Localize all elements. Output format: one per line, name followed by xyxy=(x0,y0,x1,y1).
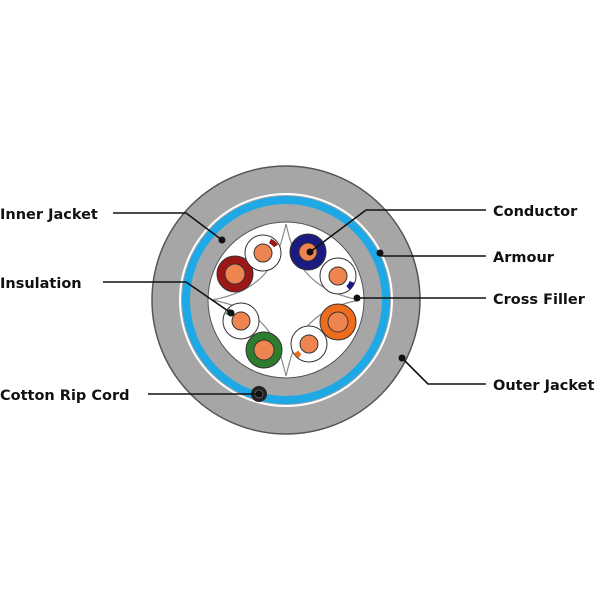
armour xyxy=(182,196,390,404)
label-cotton-rip-cord: Cotton Rip Cord xyxy=(0,388,130,404)
leader-lines xyxy=(103,209,486,397)
label-insulation: Insulation xyxy=(0,276,82,292)
cross-filler xyxy=(211,223,361,377)
label-inner-jacket: Inner Jacket xyxy=(0,207,98,223)
outer-jacket-inner-edge xyxy=(179,193,393,407)
label-outer-jacket: Outer Jacket xyxy=(493,378,594,394)
pair-green xyxy=(222,302,283,369)
label-conductor: Conductor xyxy=(493,204,578,220)
pair-brown xyxy=(216,234,282,293)
pair-orange xyxy=(290,303,357,363)
label-armour: Armour xyxy=(493,250,555,266)
label-cross-filler: Cross Filler xyxy=(493,292,586,308)
